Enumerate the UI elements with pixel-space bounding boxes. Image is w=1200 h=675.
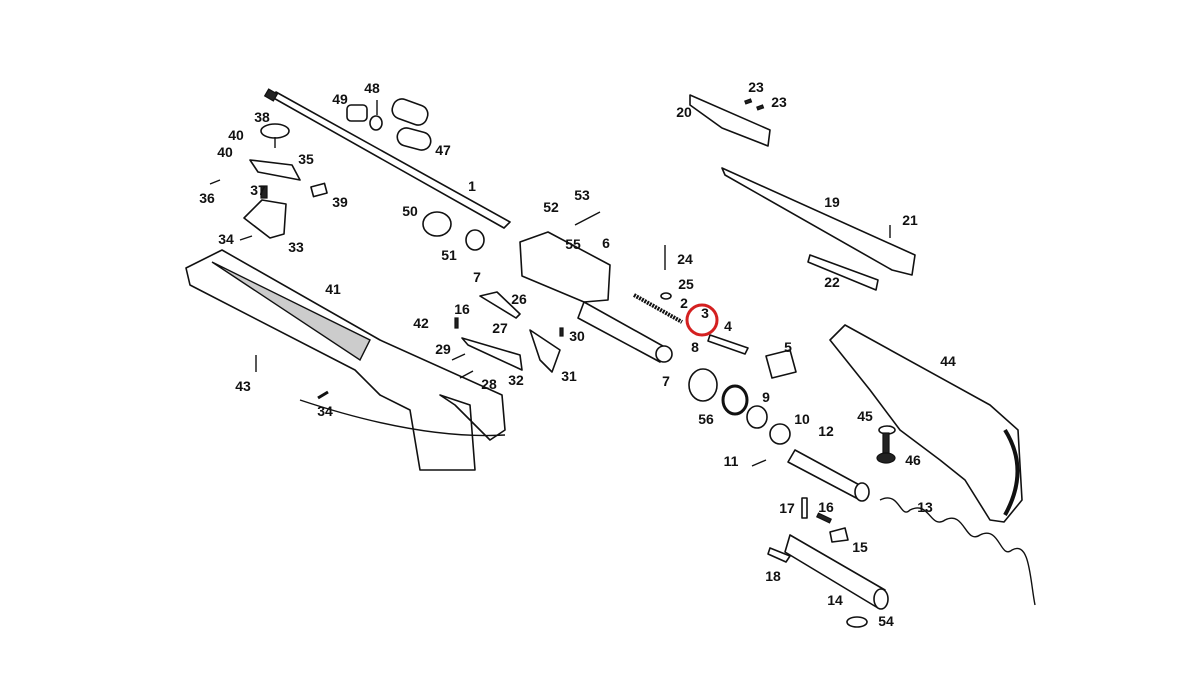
callout-label: 7	[473, 269, 481, 285]
callout-label: 10	[794, 411, 810, 427]
part-receiver	[519, 211, 673, 363]
part-buttstock	[829, 324, 1023, 523]
callout-label: 16	[454, 301, 470, 317]
callout-label: 37	[250, 182, 266, 198]
callout-label: 7	[662, 373, 670, 389]
callout-label: 36	[199, 190, 215, 206]
callout-label: 6	[602, 235, 610, 251]
callout-label: 22	[824, 274, 840, 290]
callout-label: 27	[492, 320, 508, 336]
callout-label: 23	[771, 94, 787, 110]
callout-label: 14	[827, 592, 843, 608]
callout-label: 21	[902, 212, 918, 228]
callout-label: 18	[765, 568, 781, 584]
callout-label: 29	[435, 341, 451, 357]
callout-label: 34	[218, 231, 234, 247]
callout-label: 8	[691, 339, 699, 355]
part-mainspring	[879, 497, 1036, 606]
callout-label: 32	[508, 372, 524, 388]
callout-label: 25	[678, 276, 694, 292]
part-muzzle-assembly	[346, 98, 432, 151]
callout-label: 55	[565, 236, 581, 252]
callout-label-highlighted: 3	[701, 305, 709, 321]
callout-label: 11	[724, 453, 739, 469]
callout-label: 38	[254, 109, 270, 125]
callout-label: 16	[818, 499, 834, 515]
callout-label: 51	[441, 247, 457, 263]
part-barrel	[263, 88, 511, 229]
part-rings	[422, 211, 485, 251]
callout-label: 2	[680, 295, 688, 311]
callout-label: 30	[569, 328, 585, 344]
callout-label: 9	[762, 389, 770, 405]
callout-label: 50	[402, 203, 418, 219]
callout-label: 23	[748, 79, 764, 95]
callout-label: 20	[676, 104, 692, 120]
callout-label: 56	[698, 411, 714, 427]
part-trigger-group	[451, 291, 564, 379]
callout-label: 49	[332, 91, 348, 107]
highlight-circle	[685, 303, 719, 337]
callout-label: 17	[779, 500, 795, 516]
part-bolt-handle	[707, 334, 797, 379]
part-spring-2	[633, 293, 683, 324]
callout-label: 40	[228, 127, 244, 143]
callout-label: 39	[332, 194, 348, 210]
callout-label: 34	[317, 403, 333, 419]
callout-label: 5	[784, 339, 792, 355]
callout-label: 26	[511, 291, 527, 307]
callout-label: 24	[677, 251, 693, 267]
callout-label: 28	[481, 376, 497, 392]
callout-label: 40	[217, 144, 233, 160]
callout-label: 44	[940, 353, 956, 369]
part-rear-sight	[209, 123, 328, 241]
callout-label: 4	[724, 318, 732, 334]
callout-label: 1	[468, 178, 476, 194]
callout-label: 41	[325, 281, 341, 297]
callout-label: 43	[235, 378, 251, 394]
callout-label: 13	[917, 499, 933, 515]
callout-label: 46	[905, 452, 921, 468]
callout-label: 52	[543, 199, 559, 215]
callout-label: 33	[288, 239, 304, 255]
callout-label: 31	[561, 368, 577, 384]
callout-label: 54	[878, 613, 894, 629]
callout-label: 42	[413, 315, 429, 331]
callout-label: 12	[818, 423, 834, 439]
part-forestock	[185, 249, 506, 471]
callout-label: 15	[852, 539, 868, 555]
callout-label: 19	[824, 194, 840, 210]
callout-label: 45	[857, 408, 873, 424]
callout-labels: 49 48 47 38 40 40 35 36 37 39 1 34 33 50…	[199, 79, 956, 629]
part-bolt	[767, 497, 889, 628]
part-top-rails	[689, 94, 916, 291]
callout-label: 53	[574, 187, 590, 203]
callout-label: 35	[298, 151, 314, 167]
callout-label: 48	[364, 80, 380, 96]
part-rings-and-tube	[688, 368, 870, 502]
callout-label: 47	[435, 142, 451, 158]
